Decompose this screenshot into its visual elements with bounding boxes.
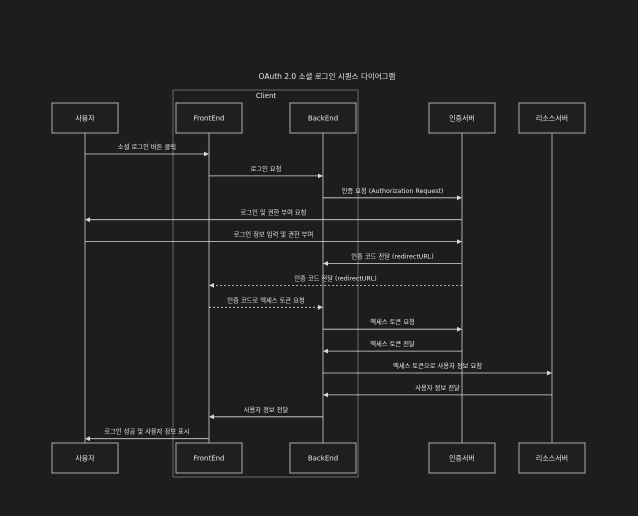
client-group-box [172,89,359,478]
actors-top: 사용자 FrontEnd BackEnd 인증서버 리소스서버 [51,102,586,134]
arrowhead-icon [457,326,462,332]
actor-frontend-top: FrontEnd [175,102,243,134]
message-10: 엑세스 토큰 전달 [323,339,462,354]
message-label: 엑세스 토큰으로 사용자 정보 요청 [393,361,482,370]
message-8: 인증 코드로 엑세스 토큰 요청 [209,295,323,310]
message-5: 로그인 정보 입력 및 권한 부여 [85,230,462,244]
message-4: 로그인 및 권한 부여 요청 [85,208,462,223]
arrowhead-icon [318,173,323,179]
actor-label: BackEnd [308,455,338,463]
arrowhead-icon [318,304,323,310]
message-label: 인증 코드 전달 (redirectURL) [294,273,377,282]
actor-box [428,442,496,474]
actor-box [518,102,586,134]
arrowhead-icon [323,348,328,354]
message-1: 소셜 로그인 버튼 클릭 [85,142,209,157]
actor-box [51,442,119,474]
actor-label: BackEnd [308,115,338,123]
actor-label: 사용자 [75,454,95,463]
arrowhead-icon [323,392,328,398]
actor-auth-bottom: 인증서버 [428,442,496,474]
arrowhead-icon [204,151,209,157]
lifelines [84,133,553,443]
message-9: 엑세스 토큰 요청 [323,317,462,332]
message-label: 로그인 요청 [251,164,282,173]
message-label: 인증 코드로 엑세스 토큰 요청 [227,295,305,304]
actor-label: FrontEnd [193,115,224,123]
message-label: 로그인 정보 입력 및 권한 부여 [234,230,314,239]
actor-resource-top: 리소스서버 [518,102,586,134]
actor-auth-top: 인증서버 [428,102,496,134]
actor-box [175,442,243,474]
actor-user-bottom: 사용자 [51,442,119,474]
client-group-label: Client [256,92,277,100]
actor-label: FrontEnd [193,455,224,463]
message-3: 인증 요청 (Authorization Request) [323,186,462,201]
actor-box [428,102,496,134]
arrowhead-icon [85,436,90,442]
message-2: 로그인 요청 [209,164,323,179]
actor-box [289,442,357,474]
actor-label: 리소스서버 [536,454,568,463]
arrowhead-icon [85,217,90,223]
actor-box [518,442,586,474]
message-label: 인증 코드 전달 (redirectURL) [351,252,434,261]
actor-label: 리소스서버 [536,114,568,123]
message-13: 사용자 정보 전달 [209,405,323,420]
actor-resource-bottom: 리소스서버 [518,442,586,474]
message-12: 사용자 정보 전달 [323,383,552,398]
message-label: 인증 요청 (Authorization Request) [342,186,444,195]
message-label: 사용자 정보 전달 [244,405,289,414]
arrowhead-icon [457,195,462,201]
actor-box [175,102,243,134]
message-label: 사용자 정보 전달 [415,383,460,392]
arrowhead-icon [457,239,462,244]
actor-backend-bottom: BackEnd [289,442,357,474]
actor-label: 인증서버 [449,114,475,123]
actor-label: 인증서버 [449,454,475,463]
message-7: 인증 코드 전달 (redirectURL) [209,273,462,288]
arrowhead-icon [209,414,214,420]
actor-backend-top: BackEnd [289,102,357,134]
message-6: 인증 코드 전달 (redirectURL) [323,252,462,266]
message-label: 엑세스 토큰 요청 [370,317,415,326]
message-11: 엑세스 토큰으로 사용자 정보 요청 [323,361,552,376]
actor-label: 사용자 [75,114,95,123]
arrowhead-icon [547,370,552,376]
actor-frontend-bottom: FrontEnd [175,442,243,474]
arrowhead-icon [209,283,214,288]
actor-box [289,102,357,134]
actors-bottom: 사용자 FrontEnd BackEnd 인증서버 리소스서버 [51,442,586,474]
message-label: 소셜 로그인 버튼 클릭 [118,142,176,151]
diagram-title: OAuth 2.0 소셜 로그인 시퀀스 다이어그램 [259,71,396,81]
actor-box [51,102,119,134]
message-label: 로그인 및 권한 부여 요청 [241,208,307,217]
message-label: 엑세스 토큰 전달 [370,339,415,348]
message-label: 로그인 성공 및 사용자 정보 표시 [104,427,189,436]
arrowhead-icon [323,261,328,266]
actor-user-top: 사용자 [51,102,119,134]
message-14: 로그인 성공 및 사용자 정보 표시 [85,427,209,442]
